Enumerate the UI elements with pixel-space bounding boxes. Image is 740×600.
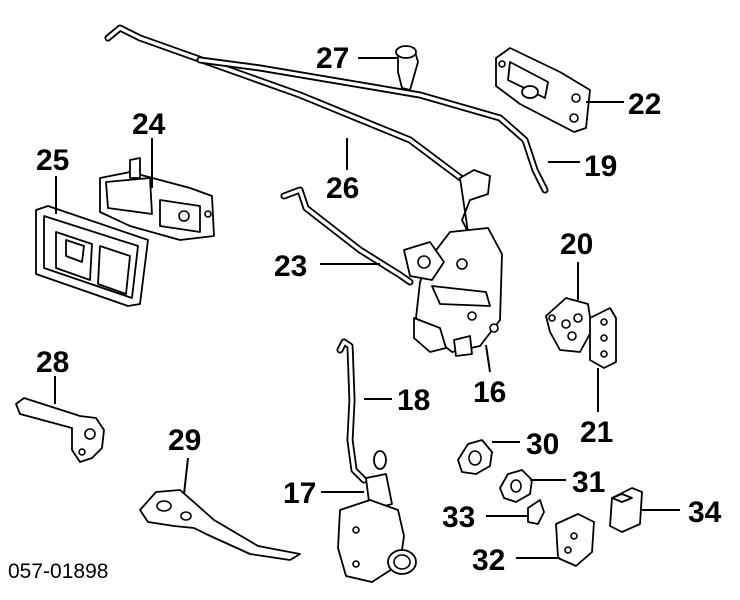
callout-28: 28 xyxy=(36,346,69,379)
part-20-plate xyxy=(545,297,593,353)
part-23-rod xyxy=(280,186,414,286)
callout-30: 30 xyxy=(526,428,559,461)
callout-17: 17 xyxy=(283,477,316,510)
callout-23: 23 xyxy=(274,250,307,283)
callout-20: 20 xyxy=(560,228,593,261)
part-17-actuator xyxy=(337,450,417,583)
part-27-clip xyxy=(395,45,419,91)
part-22-bracket xyxy=(495,47,591,133)
callout-31: 31 xyxy=(572,466,605,499)
part-19-rod xyxy=(104,24,474,189)
callouts: 16 17 18 19 20 21 22 23 24 25 26 27 28 2… xyxy=(36,42,722,577)
part-29-lever xyxy=(139,489,301,561)
part-31-grommet xyxy=(499,469,533,503)
callout-16: 16 xyxy=(473,376,506,409)
part-24-handle-assembly xyxy=(99,157,215,241)
callout-19: 19 xyxy=(584,150,617,183)
part-25-escutcheon xyxy=(35,205,149,307)
callout-22: 22 xyxy=(628,88,661,121)
callout-27: 27 xyxy=(316,42,349,75)
part-28-lever xyxy=(15,397,105,463)
part-33-clip xyxy=(527,499,545,525)
part-32-bracket xyxy=(555,513,595,567)
catalog-code: 057-01898 xyxy=(8,560,108,583)
callout-18: 18 xyxy=(397,384,430,417)
callout-29: 29 xyxy=(168,424,201,457)
callout-26: 26 xyxy=(326,172,359,205)
callout-34: 34 xyxy=(688,496,722,529)
part-18-rod xyxy=(336,338,368,484)
part-16-lock-body xyxy=(403,169,503,357)
part-21-striker xyxy=(589,307,617,369)
callout-25: 25 xyxy=(36,144,69,177)
callout-32: 32 xyxy=(472,544,505,577)
callout-21: 21 xyxy=(580,416,613,449)
part-26-rod xyxy=(196,56,549,194)
part-30-grommet xyxy=(457,439,493,475)
leader-lines xyxy=(54,57,680,559)
callout-33: 33 xyxy=(442,501,475,534)
part-34-cap xyxy=(609,487,643,533)
callout-24: 24 xyxy=(132,108,166,141)
